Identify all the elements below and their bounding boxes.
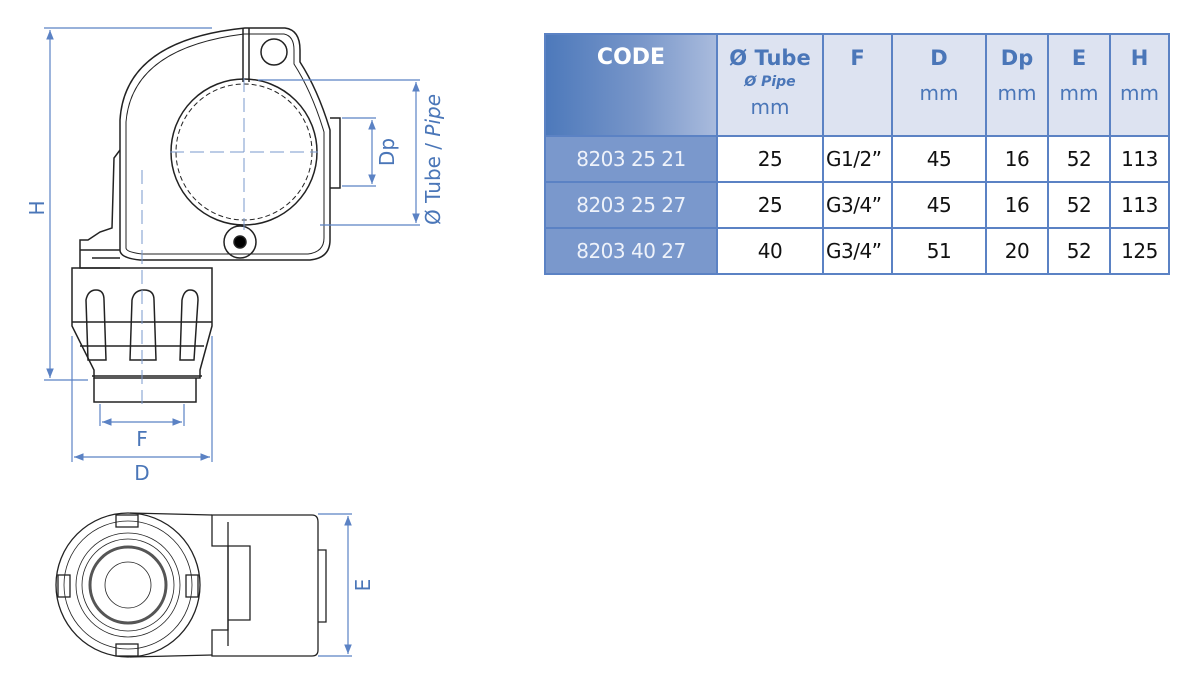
center-lines: [141, 78, 318, 410]
cell-code: 8203 25 21: [544, 135, 718, 183]
header-h-label: H: [1130, 46, 1149, 70]
header-tube: Ø Tube Ø Pipe mm: [716, 33, 824, 137]
cell-f: G3/4”: [822, 181, 893, 229]
cell-tube: 25: [716, 181, 824, 229]
header-dp-unit: mm: [997, 81, 1037, 105]
header-e-label: E: [1071, 46, 1087, 70]
header-code-label: CODE: [596, 45, 666, 70]
cell-d: 45: [891, 135, 987, 183]
header-f: F: [822, 33, 893, 137]
dim-label-tube: Ø Tube / Pipe: [421, 94, 445, 225]
cell-dp: 16: [985, 135, 1049, 183]
dim-label-f: F: [136, 427, 148, 451]
dimension-lines: [44, 27, 420, 657]
header-code: CODE: [544, 33, 718, 137]
dim-label-h: H: [25, 200, 49, 215]
cell-f: G1/2”: [822, 135, 893, 183]
header-tube-label: Ø Tube: [729, 46, 811, 70]
header-h-unit: mm: [1120, 81, 1159, 105]
table-row: 8203 25 27 25 G3/4” 45 16 52 113: [544, 181, 1170, 229]
header-dp: Dp mm: [985, 33, 1049, 137]
header-tube-unit: mm: [750, 95, 790, 119]
cell-h: 113: [1109, 181, 1170, 229]
cell-d: 45: [891, 181, 987, 229]
header-d-label: D: [930, 46, 948, 70]
cell-e: 52: [1047, 227, 1111, 275]
cell-e: 52: [1047, 181, 1111, 229]
cell-dp: 20: [985, 227, 1049, 275]
header-f-label: F: [850, 46, 865, 70]
dim-label-e: E: [351, 579, 375, 592]
cell-e: 52: [1047, 135, 1111, 183]
dim-label-dp: Dp: [375, 138, 399, 166]
cell-h: 125: [1109, 227, 1170, 275]
header-dp-label: Dp: [1000, 46, 1034, 70]
pipe-label: Pipe: [421, 94, 445, 137]
cell-f: G3/4”: [822, 227, 893, 275]
header-tube-sub: Ø Pipe: [744, 74, 796, 90]
table-row: 8203 25 21 25 G1/2” 45 16 52 113: [544, 135, 1170, 183]
cell-code: 8203 25 27: [544, 181, 718, 229]
cell-h: 113: [1109, 135, 1170, 183]
cell-tube: 25: [716, 135, 824, 183]
cell-code: 8203 40 27: [544, 227, 718, 275]
header-e-unit: mm: [1059, 81, 1099, 105]
cell-tube: 40: [716, 227, 824, 275]
cell-dp: 16: [985, 181, 1049, 229]
dim-label-d: D: [134, 461, 149, 485]
tube-label: Ø Tube /: [421, 137, 445, 225]
technical-drawing: H Ø Tube / Pipe Dp F D E: [25, 27, 445, 658]
header-d-unit: mm: [919, 81, 959, 105]
table-row: 8203 40 27 40 G3/4” 51 20 52 125: [544, 227, 1170, 275]
cell-d: 51: [891, 227, 987, 275]
bottom-view: [55, 512, 327, 658]
front-view: [71, 27, 341, 403]
